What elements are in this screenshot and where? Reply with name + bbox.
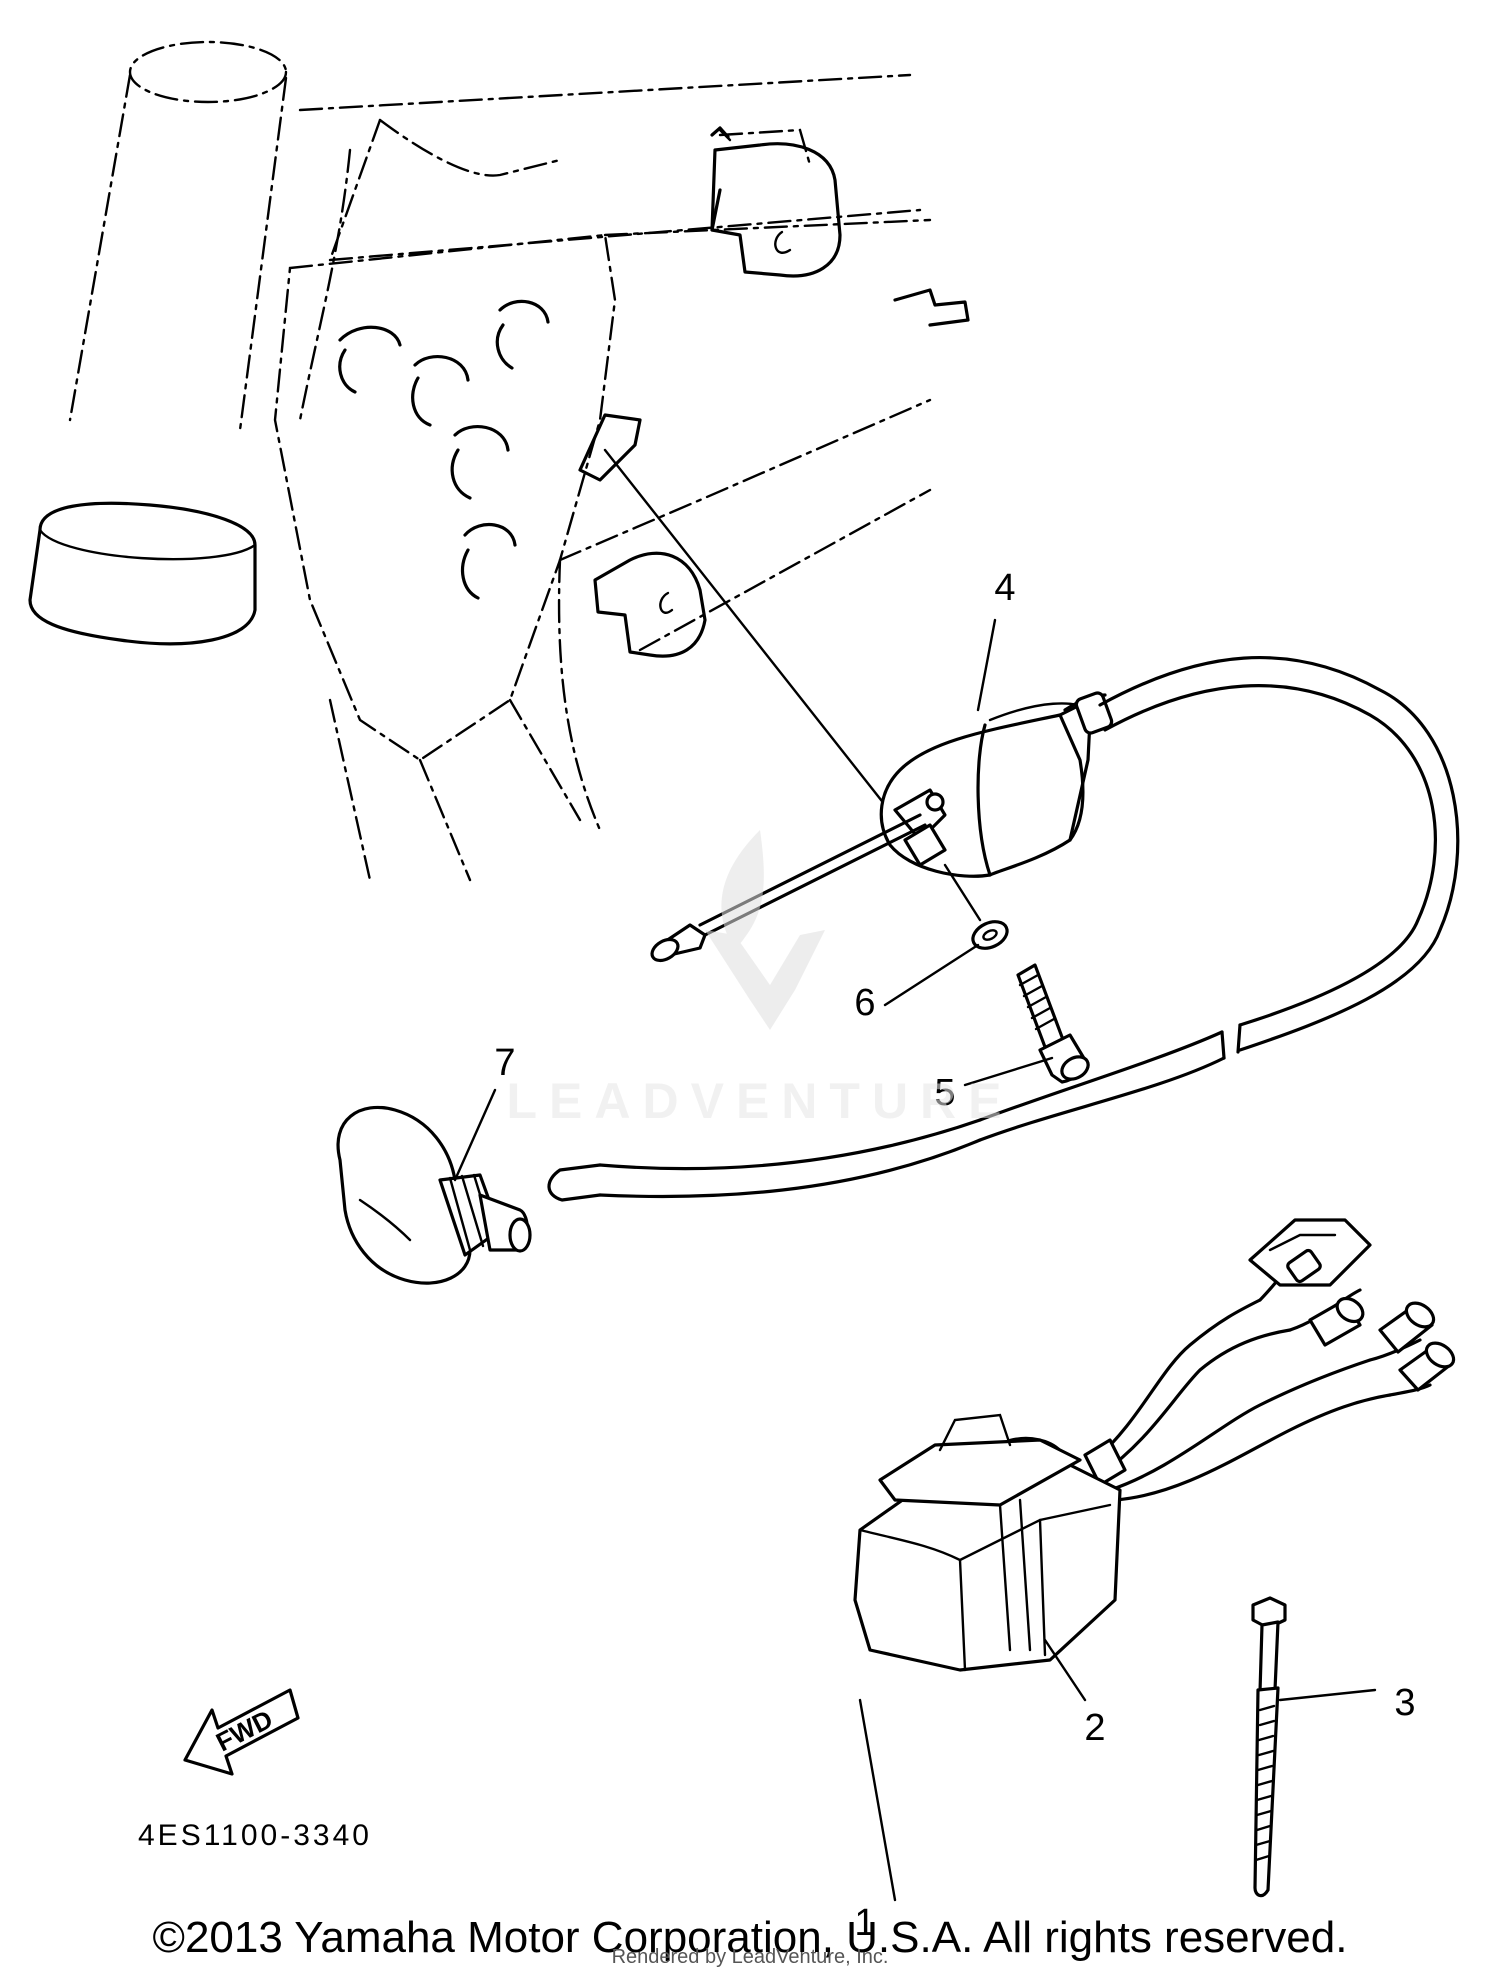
fwd-label: FWD (211, 1704, 277, 1758)
high-tension-cable (547, 655, 1460, 1202)
watermark-text: LEADVENTURE (506, 1073, 1013, 1129)
callout-5: 5 (934, 1072, 955, 1114)
rendered-by-notice: Rendered by LeadVenture, Inc. (612, 1946, 889, 1968)
fwd-arrow-icon: FWD (183, 1688, 300, 1776)
leader-lines (453, 618, 1377, 1902)
callout-6: 6 (854, 982, 875, 1024)
coil-mount-leader (603, 448, 887, 807)
washer (971, 920, 1009, 950)
copyright-notice: ©2013 Yamaha Motor Corporation, U.S.A. A… (153, 1913, 1348, 1962)
ignition-coil (650, 691, 1114, 963)
cable-tie (1251, 1596, 1287, 1898)
callout-4: 4 (994, 567, 1015, 609)
leadventure-watermark: LEADVENTURE (506, 830, 1013, 1129)
screw (1016, 963, 1090, 1084)
cdi-unit (853, 1218, 1456, 1672)
spark-plug-cap (336, 1105, 532, 1285)
callout-2: 2 (1084, 1707, 1105, 1749)
arrow-head-icon (710, 126, 730, 139)
callout-1: 1 (854, 1902, 875, 1944)
frame-outline (28, 40, 970, 882)
callout-3: 3 (1394, 1682, 1415, 1724)
diagram-code: 4ES1100-3340 (138, 1819, 372, 1852)
callout-7: 7 (494, 1042, 515, 1084)
